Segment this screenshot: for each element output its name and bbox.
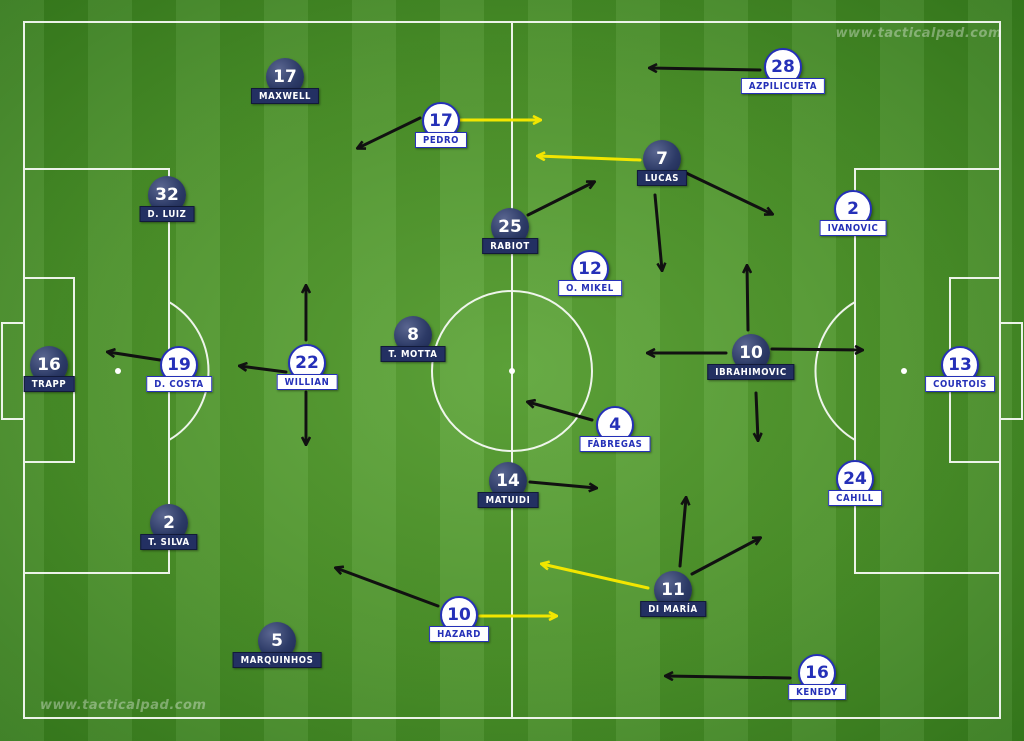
right-penalty-arc: [814, 301, 856, 441]
player-t-motta[interactable]: 8 T. MOTTA: [358, 316, 468, 376]
player-name: AZPILICUETA: [740, 78, 826, 94]
player-name: CAHILL: [828, 490, 882, 506]
arrow-ibra-right: [770, 349, 862, 350]
player-rabiot[interactable]: 25 RABIOT: [455, 208, 565, 268]
player-ivanovic[interactable]: 2 IVANOVIC: [798, 190, 908, 250]
arrow-willian-left: [240, 366, 288, 374]
player-fabregas[interactable]: 4 FÀBREGAS: [560, 406, 670, 466]
player-name: D. LUIZ: [139, 206, 195, 222]
arrow-hazard-back: [336, 568, 440, 608]
player-matuidi[interactable]: 14 MATUIDI: [453, 462, 563, 522]
player-name: IVANOVIC: [819, 220, 887, 236]
arrow-kenedy: [666, 676, 792, 678]
player-lucas[interactable]: 7 LUCAS: [607, 140, 717, 200]
left-penalty-spot: [115, 368, 121, 374]
arrow-lucas-wide: [682, 170, 772, 214]
player-t-silva[interactable]: 2 T. SILVA: [114, 504, 224, 564]
arrow-ibra-down: [756, 391, 758, 440]
player-d-costa[interactable]: 19 D. COSTA: [124, 346, 234, 406]
player-hazard[interactable]: 10 HAZARD: [404, 596, 514, 656]
watermark-bottom: www.tacticalpad.com: [40, 698, 207, 713]
player-name: PEDRO: [414, 132, 468, 148]
player-ibrahimovic[interactable]: 10 IBRAHIMOVIC: [696, 334, 806, 394]
player-name: T. MOTTA: [380, 346, 446, 362]
player-di-maria[interactable]: 11 DI MARÍA: [618, 571, 728, 631]
watermark-top: www.tacticalpad.com: [835, 26, 1002, 41]
arrow-dcosta: [108, 352, 162, 362]
arrow-lucas-inside: [538, 156, 642, 162]
arrow-ibra-up: [747, 266, 748, 332]
player-name: FÀBREGAS: [579, 436, 651, 452]
player-o-mikel[interactable]: 12 O. MIKEL: [535, 250, 645, 310]
player-name: MATUIDI: [477, 492, 539, 508]
player-courtois[interactable]: 13 COURTOIS: [905, 346, 1015, 406]
player-name: O. MIKEL: [558, 280, 622, 296]
player-willian[interactable]: 22 WILLIAN: [252, 344, 362, 404]
arrow-dimaria-up: [678, 498, 686, 568]
player-name: MAXWELL: [250, 88, 320, 104]
player-name: IBRAHIMOVIC: [707, 364, 795, 380]
left-goal: [1, 322, 25, 420]
player-name: HAZARD: [429, 626, 489, 642]
player-cahill[interactable]: 24 CAHILL: [800, 460, 910, 520]
player-kenedy[interactable]: 16 KENEDY: [762, 654, 872, 714]
arrow-lucas-down: [653, 193, 662, 270]
player-name: TRAPP: [23, 376, 75, 392]
arrow-dimaria-inside: [542, 564, 650, 590]
movement-arrows: [108, 68, 862, 678]
arrow-matuidi: [528, 480, 596, 488]
arrow-azpilicueta: [650, 68, 762, 70]
player-name: D. COSTA: [146, 376, 212, 392]
arrow-dimaria-wide: [690, 538, 760, 576]
player-name: MARQUINHOS: [232, 652, 322, 668]
player-pedro[interactable]: 17 PEDRO: [386, 102, 496, 162]
center-circle: [431, 290, 593, 452]
player-marquinhos[interactable]: 5 MARQUINHOS: [222, 622, 332, 682]
player-name: LUCAS: [636, 170, 688, 186]
player-name: COURTOIS: [925, 376, 995, 392]
right-penalty-spot: [901, 368, 907, 374]
left-penalty-arc: [168, 301, 210, 441]
right-goal: [999, 322, 1023, 420]
player-name: RABIOT: [482, 238, 538, 254]
player-name: T. SILVA: [140, 534, 198, 550]
player-name: WILLIAN: [276, 374, 338, 390]
player-name: KENEDY: [788, 684, 846, 700]
arrow-rabiot: [526, 182, 594, 217]
arrow-pedro-back: [358, 116, 422, 148]
player-trapp[interactable]: 16 TRAPP: [0, 346, 104, 406]
player-d-luiz[interactable]: 32 D. LUIZ: [112, 176, 222, 236]
player-maxwell[interactable]: 17 MAXWELL: [230, 58, 340, 118]
player-name: DI MARÍA: [640, 601, 706, 617]
center-spot: [509, 368, 515, 374]
player-azpilicueta[interactable]: 28 AZPILICUETA: [728, 48, 838, 108]
arrow-fabregas: [528, 402, 594, 422]
